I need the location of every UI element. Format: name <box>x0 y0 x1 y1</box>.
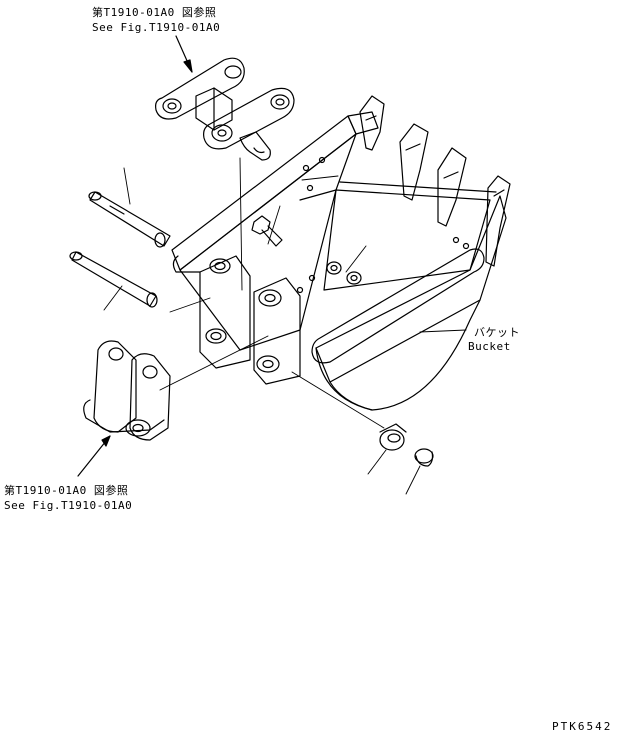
bucket-label-jp: バケット <box>474 326 520 339</box>
plug-cap <box>414 448 434 467</box>
seal-ring <box>379 423 407 451</box>
top-ref-jp: 第T1910-01A0 図参照 <box>92 6 217 19</box>
bottom-ref-en: See Fig.T1910-01A0 <box>4 499 133 512</box>
mounting-bosses <box>172 255 301 385</box>
drawing-code: PTK6542 <box>552 720 613 733</box>
bucket-label-en: Bucket <box>468 340 511 353</box>
bucket-teeth <box>359 95 511 267</box>
bottom-ref-leader <box>77 435 111 477</box>
upper-link-assembly <box>155 57 295 161</box>
leader-lines <box>103 157 467 495</box>
hex-bolt <box>251 215 283 247</box>
bucket-pin-lower <box>69 251 158 308</box>
bucket-pin-upper <box>88 191 171 248</box>
bucket-body <box>171 111 507 411</box>
bottom-ref-jp: 第T1910-01A0 図参照 <box>4 484 129 497</box>
top-ref-en: See Fig.T1910-01A0 <box>92 21 221 34</box>
top-ref-leader <box>175 35 193 73</box>
lock-nuts <box>326 261 362 285</box>
lower-link-assembly <box>83 340 171 441</box>
